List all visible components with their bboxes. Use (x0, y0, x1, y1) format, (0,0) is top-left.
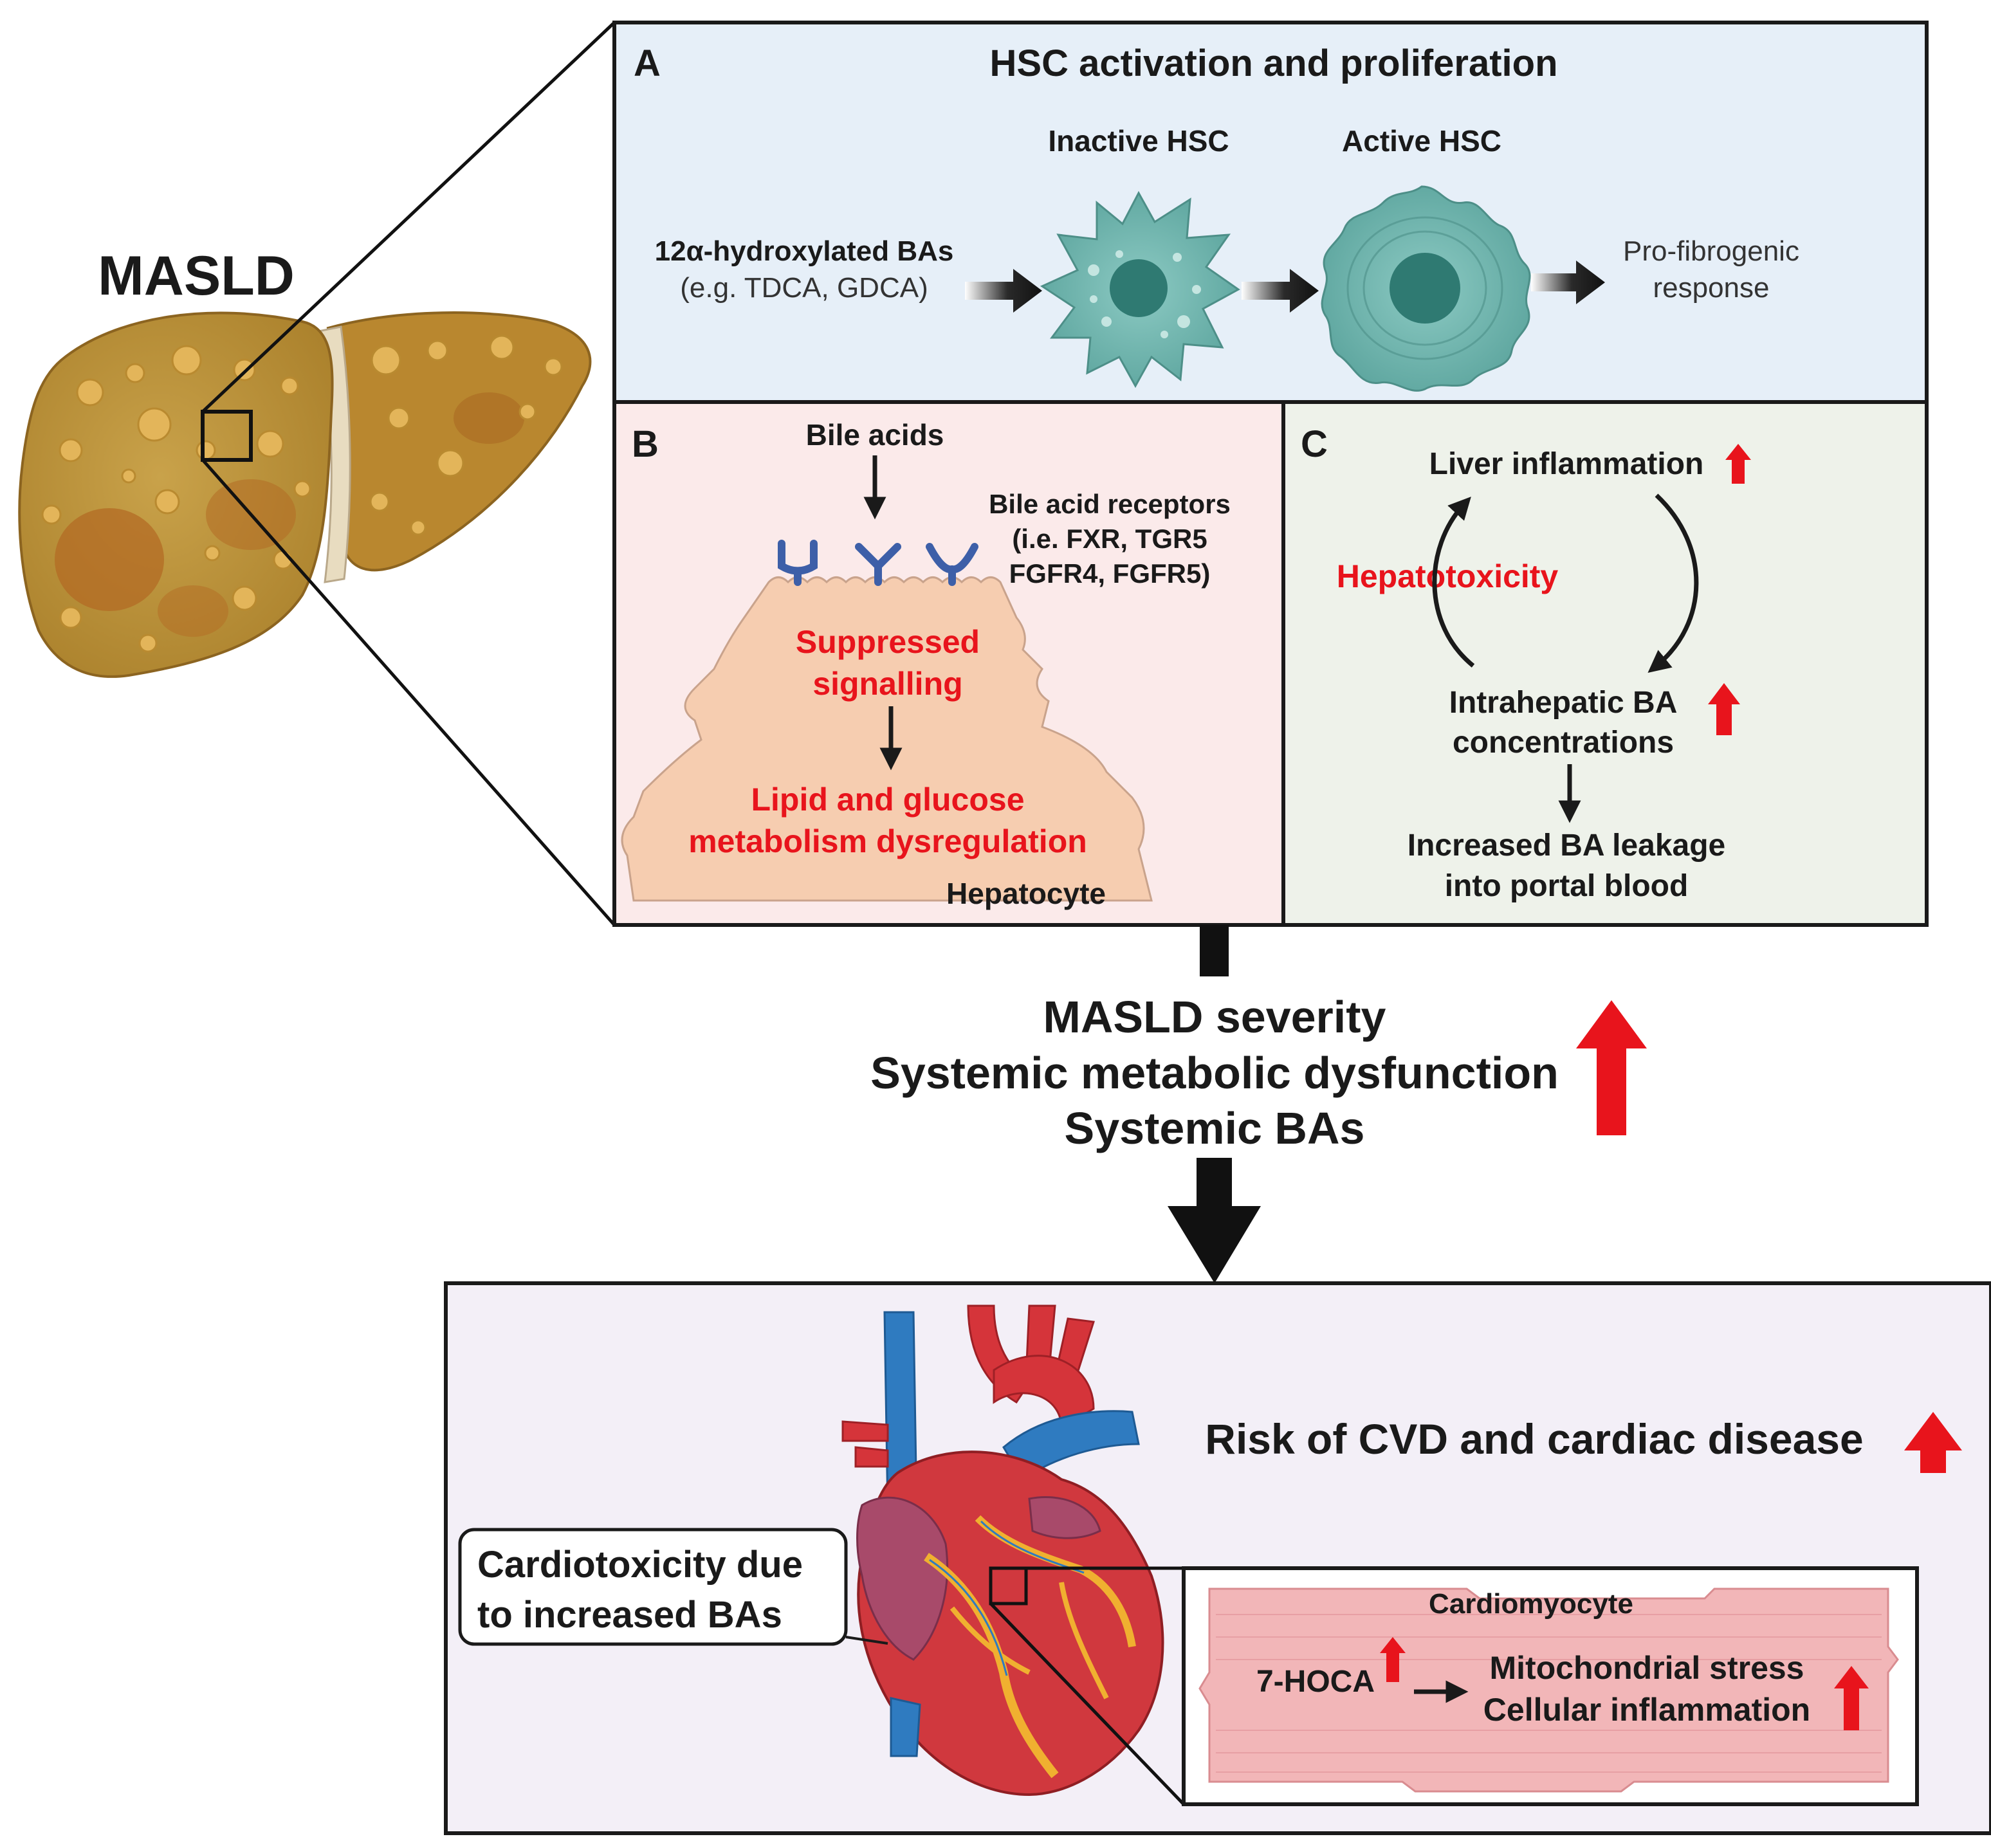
fat-droplets (41, 334, 563, 653)
panel-b-letter: B (632, 423, 659, 465)
metabolic-dysfunction-label: Systemic metabolic dysfunction (870, 1048, 1559, 1098)
heart-zoom-line-bottom (989, 1602, 1185, 1806)
active-hsc-nucleus (1390, 253, 1460, 324)
hepatotoxicity-label: Hepatotoxicity (1337, 558, 1559, 594)
suppressed-signalling-1: Suppressed (796, 624, 980, 660)
big-down-arrow (1168, 1158, 1261, 1283)
receptors-label-3: FGFR4, FGFR5) (1009, 558, 1211, 589)
callout-pointer (845, 1636, 888, 1645)
cardiac-panel: Risk of CVD and cardiac disease Cardioto… (444, 1281, 1991, 1835)
hydroxylated-bas-label: 12α-hydroxylated BAs (655, 235, 954, 267)
zoom-line-bottom (201, 459, 616, 926)
bile-acid-receptor (778, 540, 818, 586)
pro-fibrogenic-label: Pro-fibrogenic (1623, 235, 1799, 267)
liver-lesion (454, 392, 524, 444)
liver-inflammation-label: Liver inflammation (1429, 447, 1704, 481)
cardiomyocyte-cell (1198, 1587, 1899, 1793)
liver-lesion (158, 585, 228, 637)
bile-acids-label: Bile acids (806, 418, 944, 452)
ba-leakage-2: into portal blood (1445, 869, 1689, 903)
heart-zoom-box (989, 1566, 1028, 1606)
mitochondrial-stress-label: Mitochondrial stress (1490, 1650, 1804, 1686)
active-hsc-cell (1321, 185, 1531, 392)
inactive-hsc-label: Inactive HSC (1048, 124, 1229, 158)
bile-acid-receptor (926, 543, 978, 586)
panel-a: A HSC activation and proliferation Inact… (612, 21, 1929, 404)
liver-left-lobe (326, 311, 592, 572)
panel-b: B Bile acids Bile acid receptors (i.e. F… (612, 400, 1285, 927)
hoca-up-arrow (1380, 1637, 1406, 1682)
cardiomyocyte-label: Cardiomyocyte (1429, 1588, 1633, 1620)
dysregulation-2: metabolism dysregulation (688, 823, 1087, 859)
bile-acid-receptor (855, 543, 901, 586)
active-hsc-label: Active HSC (1342, 124, 1501, 158)
pro-fibrogenic-label-2: response (1653, 272, 1769, 304)
ba-leakage-1: Increased BA leakage (1408, 828, 1725, 863)
liver-illustration: MASLD (18, 245, 592, 678)
effect-up-arrow (1834, 1666, 1869, 1730)
cycle-arrow-left (1432, 497, 1475, 668)
hepatocyte-cell (621, 576, 1153, 902)
liver-zoom-box (201, 410, 253, 462)
inflammation-up-arrow (1725, 444, 1751, 484)
systemic-effects: MASLD severity Systemic metabolic dysfun… (870, 925, 1647, 1283)
block-arrow-2 (1242, 269, 1319, 313)
cardiotoxicity-label-2: to increased BAs (477, 1594, 782, 1636)
cardiotoxicity-callout (458, 1528, 848, 1646)
intrahepatic-ba-1: Intrahepatic BA (1449, 686, 1678, 720)
zoom-line-top (201, 21, 616, 413)
inactive-hsc-nucleus (1110, 259, 1168, 317)
cellular-inflammation-label: Cellular inflammation (1483, 1692, 1810, 1728)
cvd-risk-up-arrow (1904, 1412, 1962, 1473)
systemic-bas-label: Systemic BAs (1065, 1103, 1365, 1153)
masld-severity-label: MASLD severity (1043, 992, 1386, 1042)
cardiotoxicity-label-1: Cardiotoxicity due (477, 1544, 803, 1586)
intrahepatic-ba-2: concentrations (1453, 726, 1674, 760)
cycle-arrow-right (1647, 493, 1699, 673)
inactive-hsc-cell (1040, 190, 1240, 389)
receptors-label-2: (i.e. FXR, TGR5 (1012, 524, 1207, 554)
dysregulation-1: Lipid and glucose (751, 782, 1024, 818)
block-arrow-3 (1531, 261, 1605, 304)
receptors-label-1: Bile acid receptors (989, 489, 1231, 519)
cvd-risk-label: Risk of CVD and cardiac disease (1205, 1415, 1863, 1463)
panel-c-box (1281, 400, 1929, 927)
heart-illustration (841, 1304, 1164, 1797)
panel-a-letter: A (634, 42, 661, 84)
panel-c: C Liver inflammation Hepatotoxicity Intr… (1281, 400, 1929, 927)
panel-c-letter: C (1301, 423, 1328, 465)
hoca-label: 7-HOCA (1256, 1665, 1375, 1699)
ba-up-arrow (1708, 683, 1740, 735)
liver-lesion (55, 508, 164, 611)
connector-bar-top (1200, 925, 1229, 976)
suppressed-signalling-2: signalling (812, 666, 962, 702)
panel-a-title: HSC activation and proliferation (990, 42, 1558, 84)
systemic-up-arrow (1576, 1000, 1647, 1135)
block-arrow-1 (965, 269, 1042, 313)
masld-title: MASLD (98, 245, 295, 307)
hepatocyte-label: Hepatocyte (946, 877, 1106, 910)
myofibril-lines (1216, 1614, 1882, 1773)
hydroxylated-bas-examples: (e.g. TDCA, GDCA) (680, 272, 928, 304)
